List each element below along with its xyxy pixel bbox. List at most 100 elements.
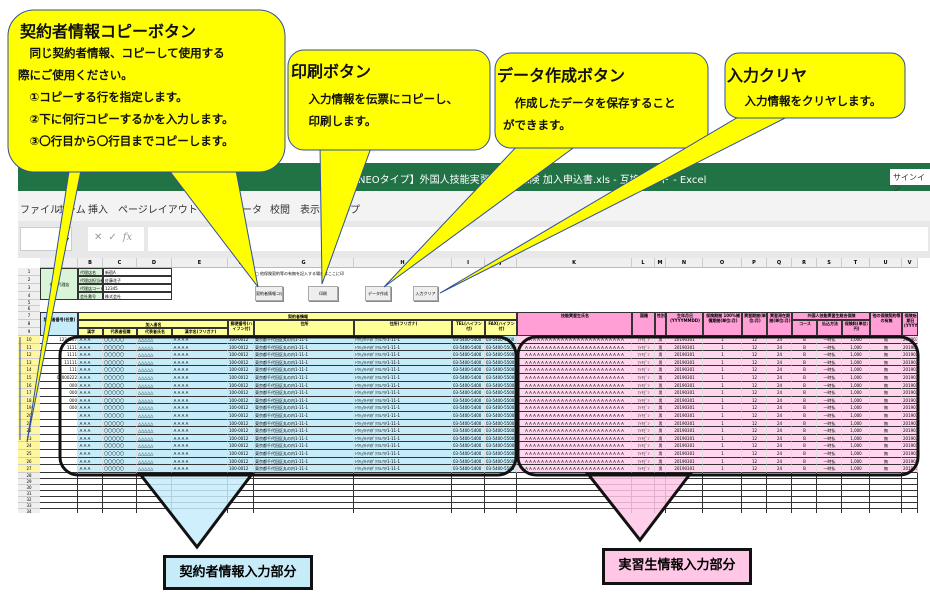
column-header-P[interactable]: P (742, 258, 767, 268)
row-header[interactable]: 31 (18, 490, 40, 497)
trainee-cell[interactable]: 男 (655, 434, 666, 443)
row-header[interactable]: 8 (18, 320, 40, 328)
row-header[interactable]: 23 (18, 434, 40, 443)
trainee-cell[interactable]: 1,000 (842, 358, 870, 367)
empty-cell[interactable] (703, 490, 742, 497)
empty-cell[interactable] (78, 508, 103, 513)
trainee-cell[interactable]: 20190301 (902, 396, 918, 405)
contractor-cell[interactable]: 03-5400-5400 (452, 465, 485, 473)
contractor-cell[interactable]: 100-0012 (228, 465, 254, 473)
trainee-cell[interactable]: 無 (870, 427, 902, 435)
empty-cell[interactable] (703, 508, 742, 513)
trainee-cell[interactable]: 1,000 (842, 366, 870, 374)
contractor-cell[interactable]: ＡＡＡＡ (172, 434, 228, 443)
empty-cell[interactable] (666, 508, 703, 513)
column-header-T[interactable]: T (842, 258, 870, 268)
contractor-cell[interactable]: ﾄｳｷｮｳﾄﾁﾖﾀﾞｸﾏﾙﾉｳﾁ1-11-1 (354, 465, 452, 473)
contractor-cell[interactable]: ﾄｳｷｮｳﾄﾁﾖﾀﾞｸﾏﾙﾉｳﾁ1-11-1 (354, 366, 452, 374)
empty-cell[interactable] (228, 508, 254, 513)
row-header[interactable]: 13 (18, 358, 40, 367)
row-header[interactable]: 17 (18, 389, 40, 397)
trainee-cell[interactable]: 無 (870, 450, 902, 458)
trainee-cell[interactable]: 一時払 (817, 412, 842, 420)
contractor-cell[interactable]: ＡＡＡ (78, 389, 103, 397)
contractor-cell[interactable]: 〇〇〇〇〇 (103, 396, 137, 405)
column-header-C[interactable]: C (103, 258, 137, 268)
trainee-cell[interactable]: 12 (742, 374, 767, 382)
trainee-cell[interactable]: 無 (870, 336, 902, 344)
trainee-cell[interactable]: 12 (742, 336, 767, 344)
empty-cell[interactable] (742, 490, 767, 497)
contractor-cell[interactable]: ＡＡＡＡ (172, 419, 228, 428)
empty-cell[interactable] (767, 478, 792, 485)
contractor-cell[interactable]: 東京都千代田区丸の内1-11-1 (254, 465, 354, 473)
column-header-H[interactable]: H (354, 258, 452, 268)
trainee-cell[interactable]: 男 (655, 381, 666, 390)
trainee-cell[interactable]: 20190301 (902, 450, 918, 458)
row-header[interactable]: 32 (18, 496, 40, 503)
trainee-cell[interactable]: 無 (870, 412, 902, 420)
trainee-cell[interactable]: 24 (767, 465, 792, 473)
contractor-cell[interactable]: ＡＡＡ (78, 419, 103, 428)
trainee-cell[interactable]: 20190301 (902, 412, 918, 420)
contractor-cell[interactable]: 03-5400-5500 (485, 343, 517, 352)
contractor-cell[interactable]: 東京都千代田区丸の内1-11-1 (254, 412, 354, 420)
row-header[interactable]: 34 (18, 508, 40, 513)
empty-cell[interactable] (452, 502, 485, 509)
contractor-cell[interactable]: 〇〇〇〇〇 (103, 343, 137, 352)
trainee-cell[interactable]: 1,000 (842, 450, 870, 458)
contractor-cell[interactable]: 03-5400-5500 (485, 457, 517, 466)
trainee-cell[interactable]: ﾌｨﾘﾋﾟﾝ (632, 442, 655, 450)
empty-cell[interactable] (742, 496, 767, 503)
menu-item[interactable]: ヘルプ (330, 205, 360, 216)
column-header-J[interactable]: J (485, 258, 517, 268)
trainee-cell[interactable]: 男 (655, 366, 666, 374)
contractor-cell[interactable]: 03-5400-5400 (452, 396, 485, 405)
contractor-cell[interactable]: 東京都千代田区丸の内1-11-1 (254, 457, 354, 466)
data-button[interactable]: データ作成 (365, 286, 391, 301)
trainee-cell[interactable]: 12 (742, 358, 767, 367)
contractor-cell[interactable]: 03-5400-5400 (452, 434, 485, 443)
contractor-cell[interactable]: 03-5400-5500 (485, 419, 517, 428)
trainee-cell[interactable]: 24 (767, 389, 792, 397)
contractor-cell[interactable]: 03-5400-5400 (452, 343, 485, 352)
contractor-cell[interactable]: 03-5400-5400 (452, 389, 485, 397)
empty-cell[interactable] (767, 484, 792, 491)
contractor-cell[interactable]: 東京都千代田区丸の内1-11-1 (254, 351, 354, 359)
trainee-cell[interactable]: 無 (870, 442, 902, 450)
row-header[interactable]: 10 (18, 336, 40, 344)
empty-cell[interactable] (842, 508, 870, 513)
trainee-cell[interactable]: 12 (742, 389, 767, 397)
empty-cell[interactable] (517, 508, 632, 513)
empty-cell[interactable] (902, 478, 918, 485)
contractor-cell[interactable]: 東京都千代田区丸の内1-11-1 (254, 434, 354, 443)
trainee-cell[interactable]: 1 (703, 465, 742, 473)
trainee-cell[interactable]: 12 (742, 419, 767, 428)
empty-cell[interactable] (103, 508, 137, 513)
trainee-cell[interactable]: ﾌｨﾘﾋﾟﾝ (632, 381, 655, 390)
trainee-cell[interactable]: 一時払 (817, 465, 842, 473)
trainee-cell[interactable]: 1,000 (842, 381, 870, 390)
row-header[interactable]: 24 (18, 442, 40, 450)
trainee-cell[interactable]: 一時払 (817, 351, 842, 359)
trainee-cell[interactable]: 24 (767, 419, 792, 428)
contract-no-cell[interactable]: 111 (40, 366, 78, 374)
trainee-cell[interactable]: 20190301 (666, 404, 703, 412)
contractor-cell[interactable]: 03-5400-5400 (452, 358, 485, 367)
trainee-cell[interactable]: 1 (703, 396, 742, 405)
trainee-cell[interactable]: ﾌｨﾘﾋﾟﾝ (632, 412, 655, 420)
trainee-cell[interactable]: 男 (655, 404, 666, 412)
contractor-cell[interactable]: 〇〇〇〇〇 (103, 336, 137, 344)
contractor-cell[interactable]: △△△△△ (137, 465, 172, 473)
trainee-cell[interactable]: ＡＡＡＡＡＡＡＡＡＡＡＡＡＡＡＡＡＡＡＡＡＡＡＡＡ (517, 427, 632, 435)
contractor-cell[interactable]: ﾄｳｷｮｳﾄﾁﾖﾀﾞｸﾏﾙﾉｳﾁ1-11-1 (354, 336, 452, 344)
contractor-cell[interactable]: 03-5400-5400 (452, 351, 485, 359)
empty-cell[interactable] (254, 478, 354, 485)
trainee-cell[interactable]: 24 (767, 343, 792, 352)
empty-cell[interactable] (254, 508, 354, 513)
trainee-cell[interactable]: 男 (655, 427, 666, 435)
contractor-cell[interactable]: ﾄｳｷｮｳﾄﾁﾖﾀﾞｸﾏﾙﾉｳﾁ1-11-1 (354, 389, 452, 397)
empty-cell[interactable] (817, 502, 842, 509)
contractor-cell[interactable]: ＡＡＡＡ (172, 358, 228, 367)
trainee-cell[interactable]: B (792, 419, 817, 428)
